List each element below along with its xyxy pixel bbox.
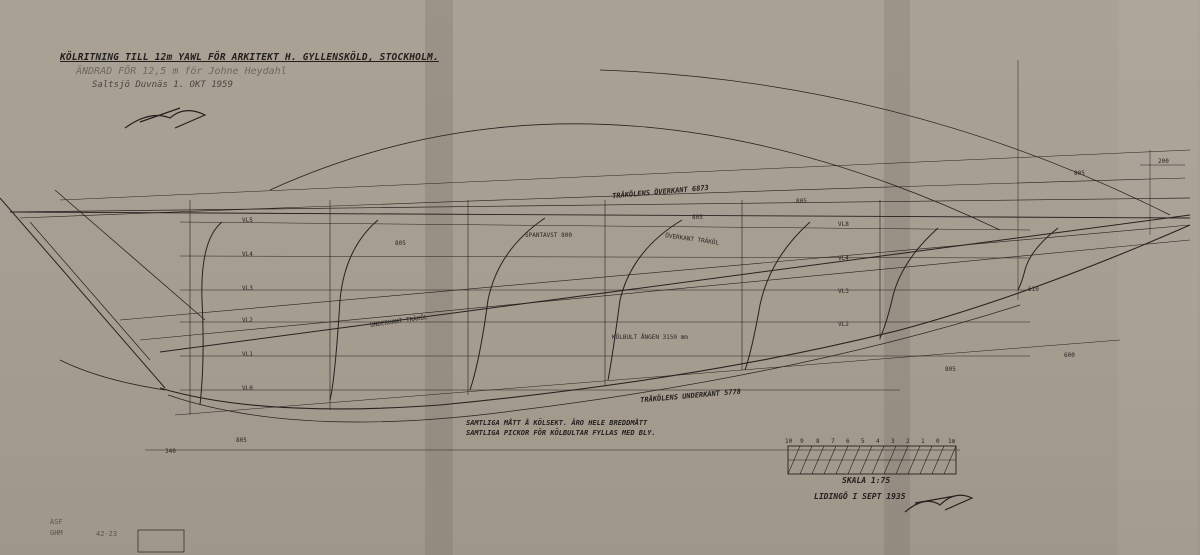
waterline-label: VL1 bbox=[242, 351, 253, 358]
section-curve bbox=[607, 219, 683, 381]
stem-foot bbox=[59, 359, 166, 391]
scale-tick: 4 bbox=[876, 438, 880, 445]
annotation-keel-bolt: KÖLBULT ÅNGEN 3150 mm bbox=[612, 334, 688, 341]
scale-bar bbox=[787, 445, 957, 475]
signature-place-date: LIDINGÖ I SEPT 1935 bbox=[814, 492, 906, 501]
dimension-line bbox=[59, 149, 1191, 201]
dimension-line bbox=[174, 339, 1121, 416]
stem-line-2 bbox=[54, 189, 206, 321]
dimension-label: 340 bbox=[165, 448, 176, 455]
scale-tick: 10 bbox=[785, 438, 793, 445]
arc-aft bbox=[599, 69, 1171, 216]
scale-tick: 6 bbox=[846, 438, 850, 445]
dimension-label: 805 bbox=[236, 437, 247, 444]
dimension-label: 805 bbox=[692, 214, 703, 221]
waterline-label: VL3 bbox=[242, 285, 253, 292]
scale-tick: 7 bbox=[831, 438, 835, 445]
dimension-label: 805 bbox=[796, 198, 807, 205]
scale-tick: 1 bbox=[921, 438, 925, 445]
stem-line bbox=[0, 197, 166, 389]
sheer-line-3 bbox=[19, 177, 1186, 219]
scale-tick: 1m bbox=[948, 438, 956, 445]
scale-label: SKALA 1:75 bbox=[842, 476, 891, 485]
dimension-label: 805 bbox=[395, 240, 406, 247]
dimension-label: 200 bbox=[1158, 158, 1169, 165]
scale-tick: 5 bbox=[861, 438, 865, 445]
waterline-label: VL5 bbox=[242, 217, 253, 224]
sheer-line-2 bbox=[9, 197, 1191, 213]
waterline-label-aft: VL3 bbox=[838, 288, 849, 295]
section-curve bbox=[199, 221, 223, 406]
bottom-note-1: SAMTLIGA MÅTT Å KÖLSEKT. ÄRO HELE BREDDM… bbox=[466, 419, 648, 427]
drawing-title: KÖLRITNING TILL 12m YAWL FÖR ARKITEKT H.… bbox=[60, 52, 439, 63]
waterline-label: VL2 bbox=[242, 317, 253, 324]
archive-code: GHM bbox=[50, 529, 63, 537]
archive-code: ASF bbox=[50, 518, 63, 526]
bottom-note-2: SAMTLIGA PICKOR FÖR KÖLBULTAR FYLLAS MED… bbox=[466, 429, 656, 437]
section-curve bbox=[469, 217, 546, 391]
section-curve bbox=[744, 221, 811, 371]
drawing-date: Saltsjö Duvnäs 1. OKT 1959 bbox=[92, 80, 233, 90]
keel-line-2 bbox=[119, 224, 1191, 321]
annotation-frame: SPANTAVST 800 bbox=[525, 232, 572, 239]
waterline-label: VL4 bbox=[242, 251, 253, 258]
paper-fold-band bbox=[884, 0, 910, 555]
scale-tick: 0 bbox=[936, 438, 940, 445]
paper-fold-band bbox=[1118, 0, 1198, 555]
waterline-label-aft: VL2 bbox=[838, 321, 849, 328]
dimension-label: 610 bbox=[1028, 286, 1039, 293]
drawing-amendment: ÄNDRAD FÖR 12,5 m för Johne Heydahl bbox=[76, 66, 287, 77]
waterline-label-aft: VL4 bbox=[838, 255, 849, 262]
signature-scribble bbox=[124, 107, 207, 129]
arc-upper bbox=[269, 123, 1001, 231]
keel-top-line bbox=[159, 214, 1191, 353]
keel-lower-line bbox=[167, 304, 1021, 423]
scale-tick: 3 bbox=[891, 438, 895, 445]
signature-scribble bbox=[904, 494, 974, 513]
paper-fold-band bbox=[425, 0, 453, 555]
waterline-label: VL0 bbox=[242, 385, 253, 392]
scale-tick: 2 bbox=[906, 438, 910, 445]
sheer-line-upper bbox=[9, 211, 1191, 219]
section-curve bbox=[879, 227, 939, 339]
section-curve bbox=[329, 219, 379, 401]
stem-line-3 bbox=[29, 221, 151, 361]
scale-tick: 9 bbox=[800, 438, 804, 445]
dimension-label: 805 bbox=[945, 366, 956, 373]
waterline-label-aft: VL8 bbox=[838, 221, 849, 228]
scale-tick: 8 bbox=[816, 438, 820, 445]
archive-ref: 42-23 bbox=[96, 530, 118, 538]
archive-stamp-box bbox=[137, 529, 185, 553]
keel-bottom-curve bbox=[159, 224, 1191, 410]
dimension-label: 805 bbox=[1074, 170, 1085, 177]
bottom-notes: SAMTLIGA MÅTT Å KÖLSEKT. ÄRO HELE BREDDM… bbox=[466, 418, 656, 438]
dimension-label: 600 bbox=[1064, 352, 1075, 359]
section-curve bbox=[1017, 227, 1059, 291]
